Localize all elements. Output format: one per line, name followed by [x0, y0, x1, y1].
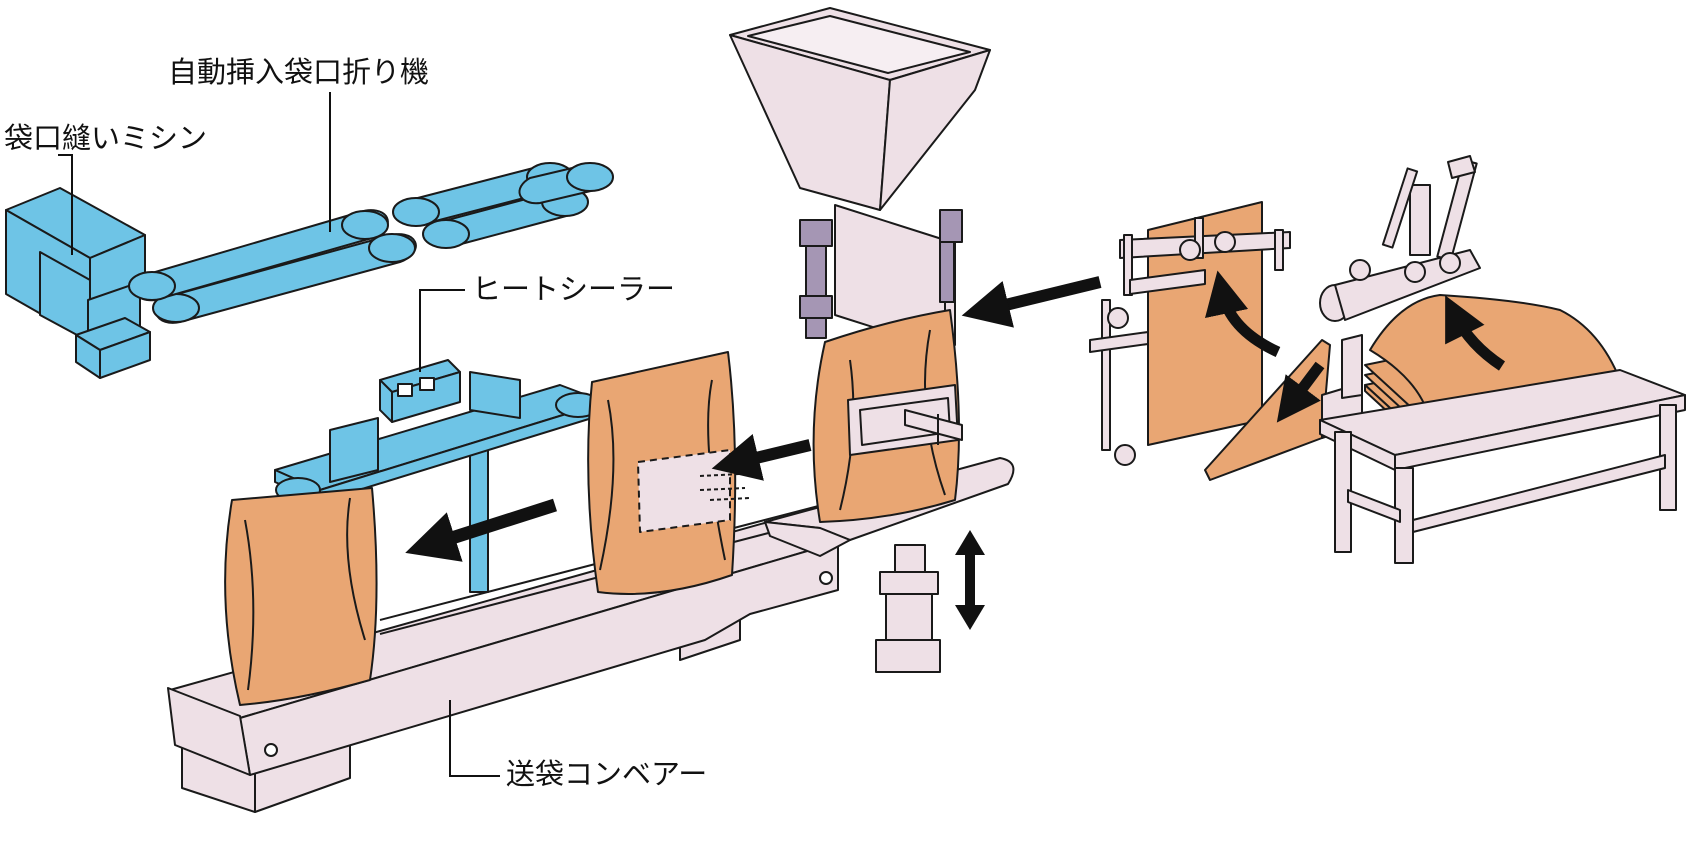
- label-auto-folder: 自動挿入袋口折り機: [168, 55, 430, 89]
- bag-being-filled: [812, 309, 963, 523]
- filling-hopper: [729, 7, 991, 351]
- bag-supply-table: [1204, 155, 1686, 564]
- label-conveyor: 送袋コンベアー: [506, 757, 708, 791]
- heat-sealer: [274, 359, 606, 503]
- bag-clamp-actuators: [799, 209, 963, 339]
- bag-pick-panel: [1089, 201, 1291, 466]
- sewing-machine: [5, 187, 151, 379]
- label-heat-sealer: ヒートシーラー: [472, 272, 676, 306]
- label-sewing-machine: 袋口縫いミシン: [4, 121, 208, 155]
- bag-after-heat-seal: [587, 351, 751, 595]
- leader-lines: [58, 92, 500, 777]
- auto-folder-belts: [128, 162, 614, 324]
- flow-arrows: [405, 270, 1506, 630]
- sealed-bag: [224, 487, 378, 706]
